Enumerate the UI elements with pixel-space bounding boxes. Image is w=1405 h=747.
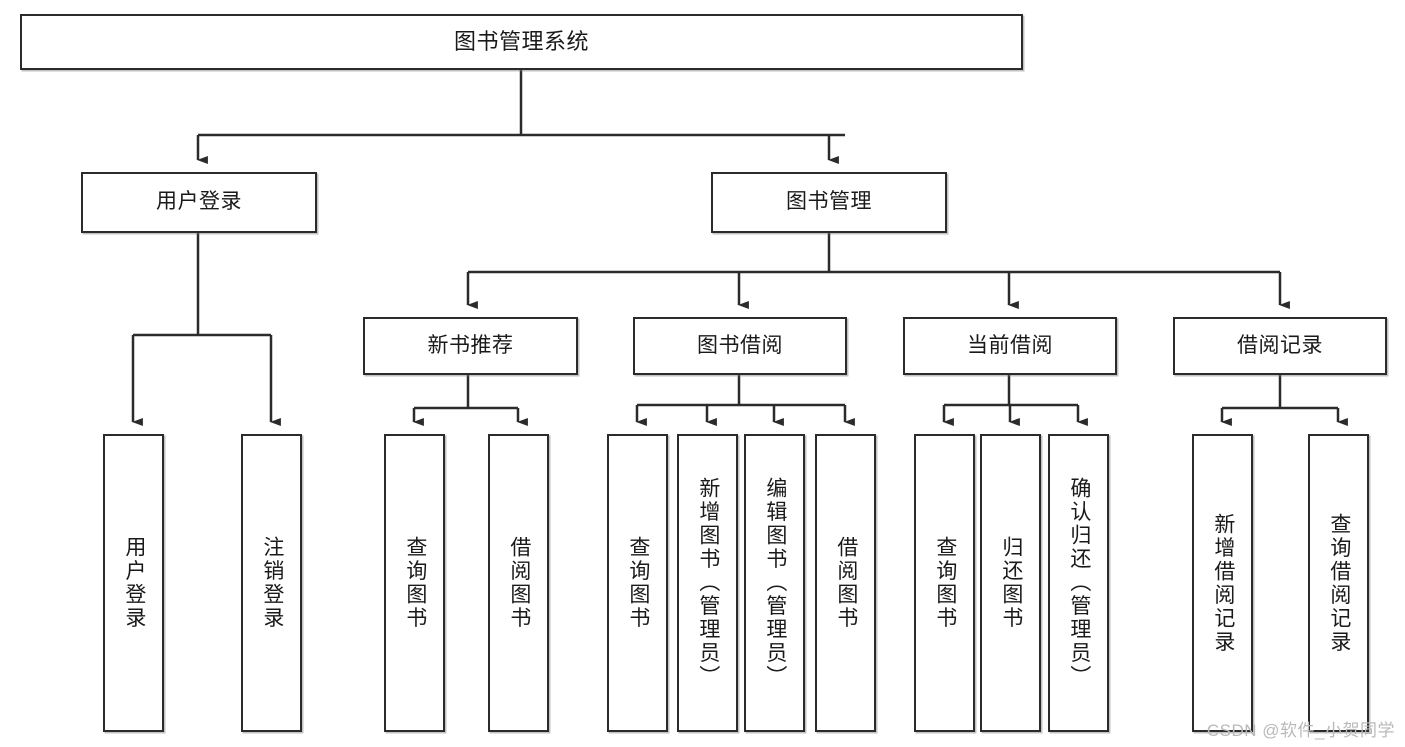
node-leaf-query-book-1-label: 查询图书 [403,536,427,630]
node-current-borrow-label: 当前借阅 [967,333,1053,357]
node-current-borrow[interactable]: 当前借阅 [903,317,1117,375]
node-leaf-user-login[interactable]: 用户登录 [103,434,164,732]
node-leaf-query-book-2-label: 查询图书 [626,536,650,630]
node-leaf-confirm-return-label: 确认归还（管理员） [1067,477,1091,689]
node-leaf-query-record-label: 查询借阅记录 [1327,512,1351,654]
node-leaf-add-record-label: 新增借阅记录 [1211,512,1235,654]
node-book-borrow-label: 图书借阅 [697,333,783,357]
node-borrow-record-label: 借阅记录 [1237,333,1323,357]
csdn-watermark: CSDN @软件_小贺同学 [1206,721,1395,740]
node-leaf-edit-book-label: 编辑图书（管理员） [763,477,787,689]
node-leaf-borrow-book-2-label: 借阅图书 [834,536,858,630]
node-leaf-edit-book[interactable]: 编辑图书（管理员） [744,434,805,732]
node-leaf-add-book[interactable]: 新增图书（管理员） [677,434,738,732]
node-leaf-add-record[interactable]: 新增借阅记录 [1192,434,1253,732]
node-leaf-query-book-1[interactable]: 查询图书 [384,434,445,732]
node-root-label: 图书管理系统 [453,28,589,54]
node-leaf-borrow-book-1-label: 借阅图书 [507,536,531,630]
node-borrow-record[interactable]: 借阅记录 [1173,317,1387,375]
node-leaf-borrow-book-2[interactable]: 借阅图书 [815,434,876,732]
node-user-login[interactable]: 用户登录 [81,172,317,233]
node-leaf-borrow-book-1[interactable]: 借阅图书 [488,434,549,732]
node-leaf-logout[interactable]: 注销登录 [241,434,302,732]
node-leaf-query-book-2[interactable]: 查询图书 [607,434,668,732]
node-user-login-label: 用户登录 [156,190,242,214]
node-leaf-query-book-3[interactable]: 查询图书 [914,434,975,732]
node-leaf-confirm-return[interactable]: 确认归还（管理员） [1048,434,1109,732]
node-leaf-return-book[interactable]: 归还图书 [980,434,1041,732]
node-leaf-return-book-label: 归还图书 [999,536,1023,630]
node-book-manage-label: 图书管理 [786,190,872,214]
node-new-book-recommend[interactable]: 新书推荐 [363,317,578,375]
node-book-borrow[interactable]: 图书借阅 [633,317,847,375]
node-leaf-query-record[interactable]: 查询借阅记录 [1308,434,1369,732]
node-new-book-recommend-label: 新书推荐 [427,333,514,357]
node-leaf-logout-label: 注销登录 [260,536,284,630]
node-leaf-user-login-label: 用户登录 [122,536,146,630]
node-leaf-query-book-3-label: 查询图书 [933,536,957,630]
node-leaf-add-book-label: 新增图书（管理员） [696,477,720,689]
node-book-manage[interactable]: 图书管理 [711,172,947,233]
node-root[interactable]: 图书管理系统 [20,14,1023,70]
